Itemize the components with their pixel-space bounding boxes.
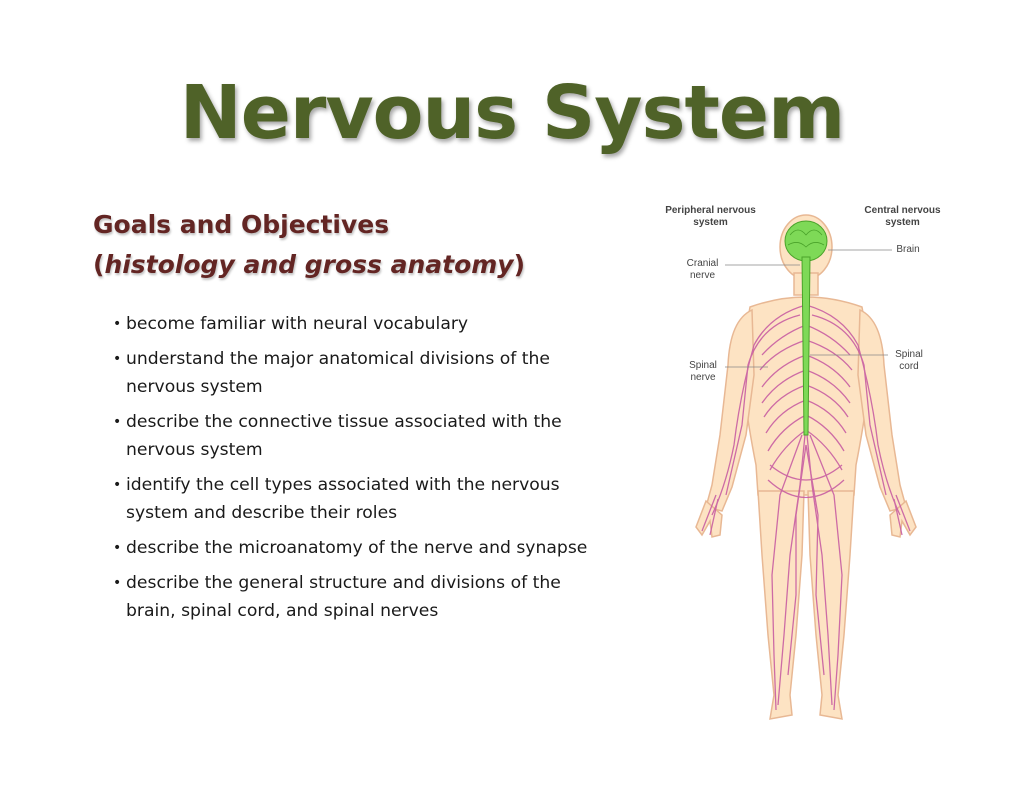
brain-label: Brain [896,244,920,255]
nervous-system-figure: Peripheral nervous system Central nervou… [650,195,960,735]
slide-title: Nervous System [179,70,845,156]
heading-line-2: (histology and gross anatomy) [93,245,525,285]
objective-item: describe the general structure and divis… [113,569,603,625]
objective-item: describe the microanatomy of the nerve a… [113,534,603,562]
cranial-nerve-label: Cranial nerve [686,258,719,281]
heading-italic: histology and gross anatomy [104,250,514,279]
objectives-list: become familiar with neural vocabulary u… [113,310,603,632]
objective-item: understand the major anatomical division… [113,345,603,401]
spinal-nerve-label: Spinal nerve [689,360,717,383]
spinal-cord-label: Spinal cord [895,349,923,372]
objective-item: describe the connective tissue associate… [113,408,603,464]
peripheral-label: Peripheral nervous system [665,205,756,228]
central-label: Central nervous system [864,205,941,228]
heading-line-1: Goals and Objectives [93,210,390,239]
body-illustration [695,214,917,720]
section-heading: Goals and Objectives (histology and gros… [93,205,525,285]
close-paren: ) [513,250,526,279]
objective-item: identify the cell types associated with … [113,471,603,527]
objective-item: become familiar with neural vocabulary [113,310,603,338]
open-paren: ( [93,250,105,279]
